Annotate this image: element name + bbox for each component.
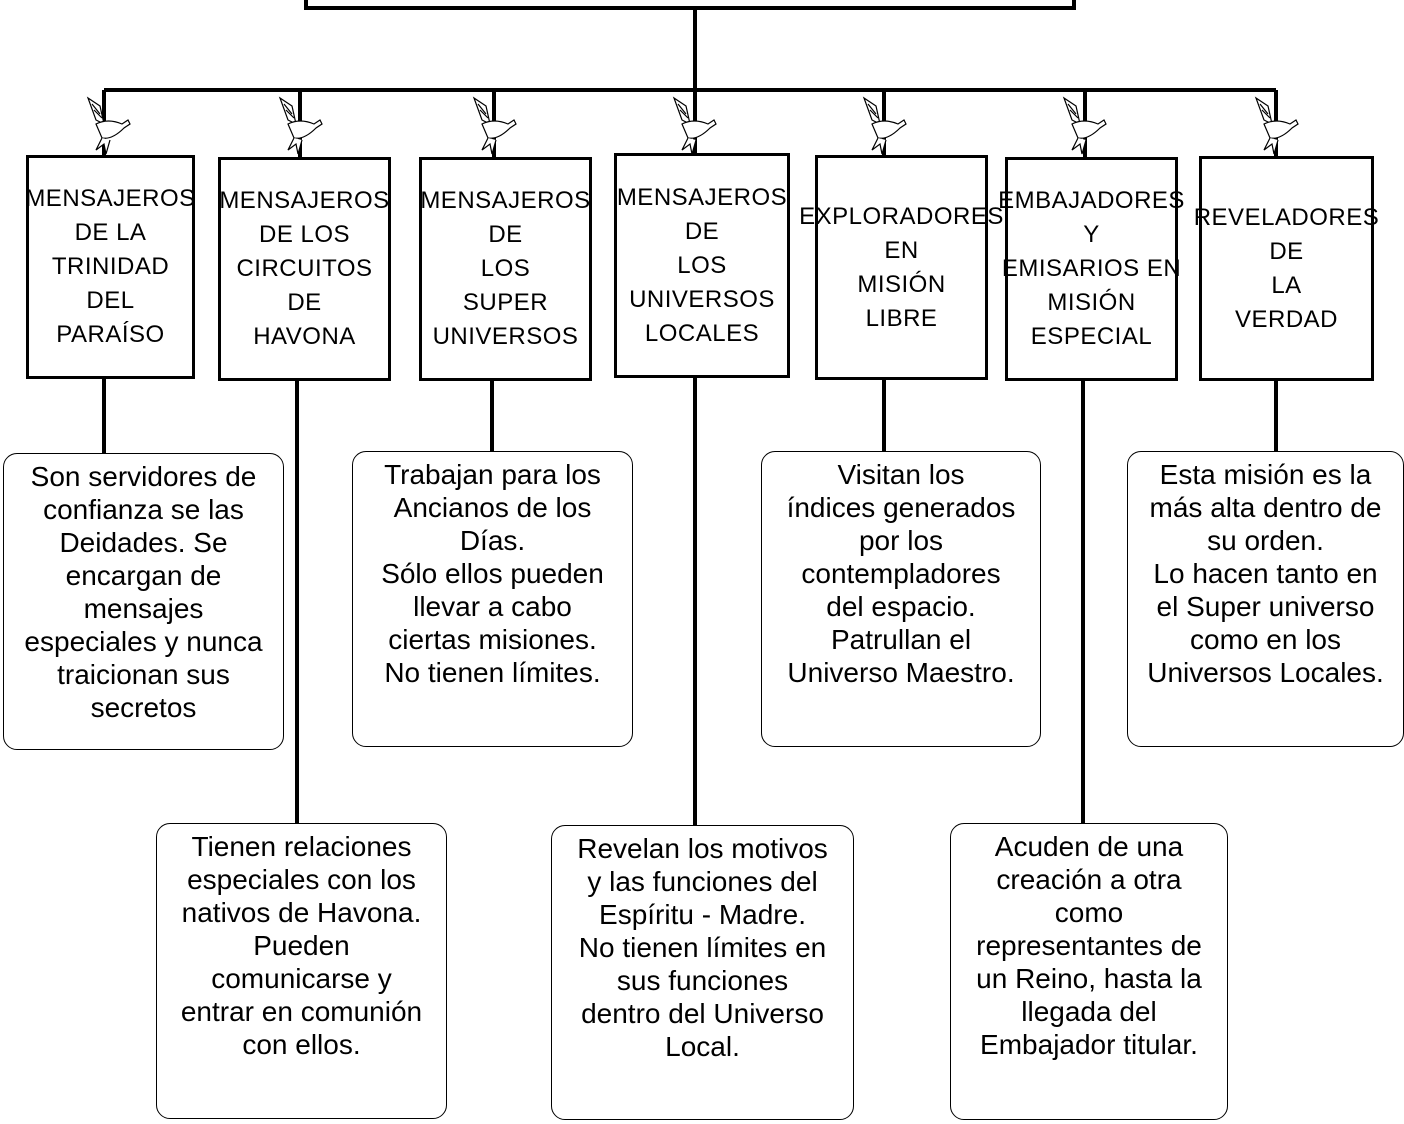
description-text: Son servidores de confianza se las Deida…: [24, 461, 263, 723]
description-text: Trabajan para los Ancianos de los Días. …: [381, 459, 604, 688]
description-box: Visitan los índices generados por los co…: [761, 451, 1041, 747]
description-box: Esta misión es la más alta dentro de su …: [1127, 451, 1404, 747]
dove-icon: [1254, 96, 1299, 155]
category-label: MENSAJEROS DE LA TRINIDAD DEL PARAÍSO: [25, 185, 196, 348]
description-box: Revelan los motivos y las funciones del …: [551, 825, 854, 1120]
dove-icon: [1062, 96, 1107, 155]
category-label: MENSAJEROS DE LOS CIRCUITOS DE HAVONA: [219, 187, 390, 350]
dove-icon: [278, 96, 323, 155]
description-box: Trabajan para los Ancianos de los Días. …: [352, 451, 633, 747]
description-text: Revelan los motivos y las funciones del …: [577, 833, 828, 1062]
category-box: MENSAJEROS DE LA TRINIDAD DEL PARAÍSO: [25, 155, 196, 379]
category-label: EXPLORADORES EN MISIÓN LIBRE: [799, 202, 1004, 332]
category-label: MENSAJEROS DE LOS UNIVERSOS LOCALES: [616, 183, 788, 347]
description-box: Acuden de una creación a otra como repre…: [950, 823, 1228, 1120]
category-label: EMBAJADORES Y EMISARIOS EN MISIÓN ESPECI…: [998, 187, 1185, 350]
dove-icon: [672, 96, 717, 155]
description-text: Tienen relaciones especiales con los nat…: [180, 831, 423, 1060]
category-box: MENSAJEROS DE LOS SUPER UNIVERSOS: [419, 157, 592, 381]
category-box: REVELADORES DE LA VERDAD: [1194, 156, 1379, 381]
dove-icon: [862, 96, 907, 155]
category-box: EXPLORADORES EN MISIÓN LIBRE: [799, 155, 1003, 380]
description-text: Visitan los índices generados por los co…: [786, 459, 1016, 688]
description-text: Acuden de una creación a otra como repre…: [976, 831, 1202, 1060]
category-box: EMBAJADORES Y EMISARIOS EN MISIÓN ESPECI…: [998, 157, 1184, 381]
category-label: REVELADORES DE LA VERDAD: [1193, 203, 1380, 333]
category-label: MENSAJEROS DE LOS SUPER UNIVERSOS: [420, 187, 591, 350]
category-box: MENSAJEROS DE LOS UNIVERSOS LOCALES: [614, 153, 790, 378]
dove-icon: [472, 96, 517, 155]
description-box: Son servidores de confianza se las Deida…: [3, 453, 284, 750]
category-box: MENSAJEROS DE LOS CIRCUITOS DE HAVONA: [218, 157, 391, 381]
description-text: Esta misión es la más alta dentro de su …: [1147, 459, 1384, 688]
root-box: [304, 0, 1076, 10]
dove-icon: [86, 96, 131, 155]
description-box: Tienen relaciones especiales con los nat…: [156, 823, 447, 1119]
